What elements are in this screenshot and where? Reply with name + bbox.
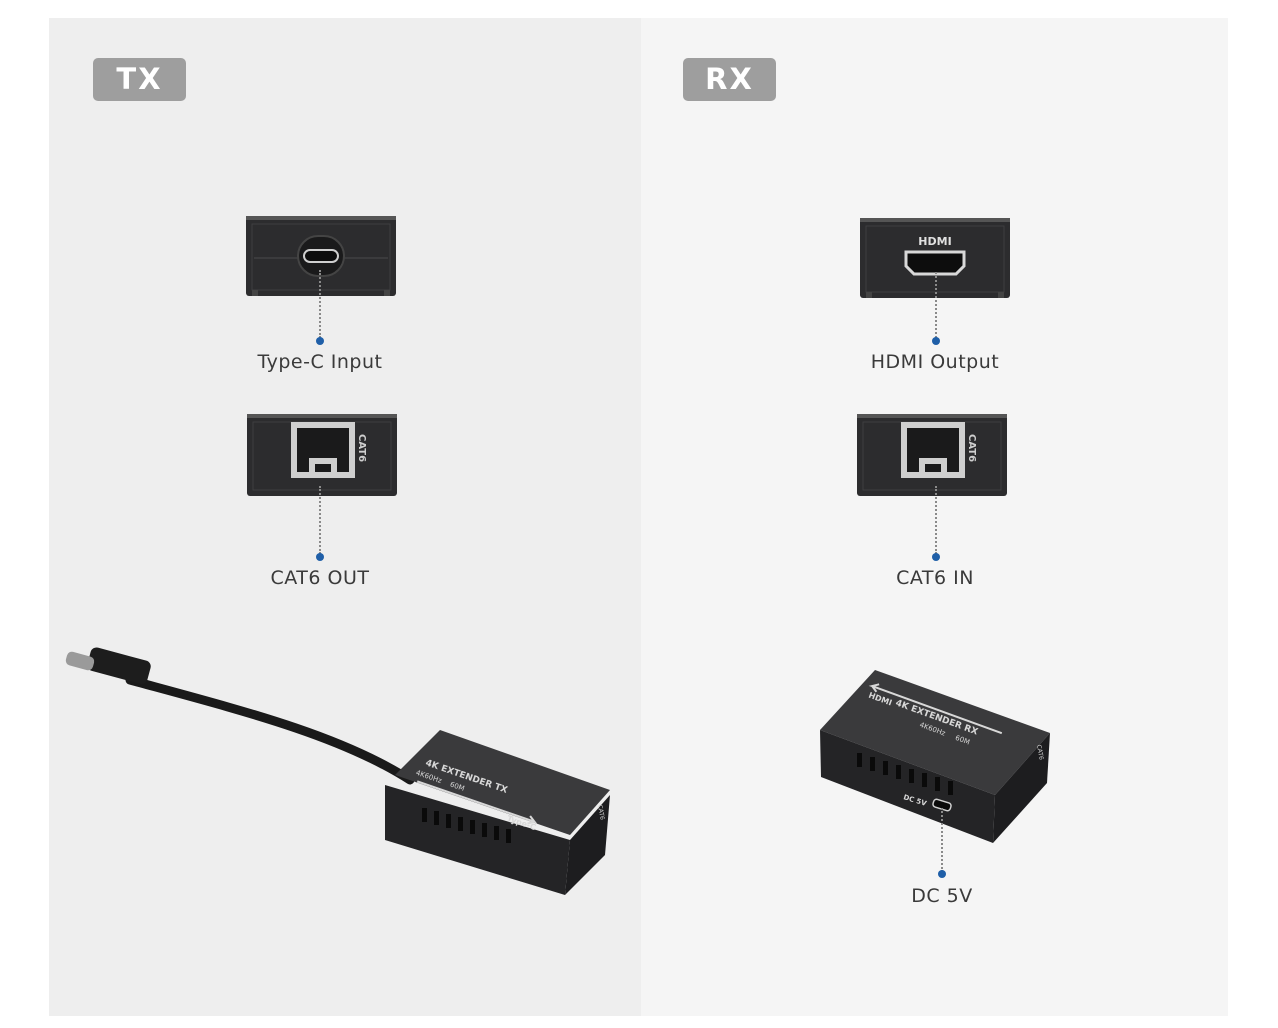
tx-cat6-marking: CAT6 [356, 434, 367, 462]
tx-cable [125, 675, 415, 785]
tx-typec-port-view [246, 216, 396, 296]
rx-cat6-label: CAT6 IN [896, 567, 974, 589]
rx-hdmi-port-view: HDMI [860, 218, 1010, 298]
tx-cat6-dot [316, 553, 324, 561]
arrow-right-icon [416, 780, 538, 825]
rx-hdmi-marking: HDMI [918, 235, 951, 248]
rx-dc-dot [938, 870, 946, 878]
rx-cat6-port-view: CAT6 [857, 414, 1007, 496]
usb-c-plug-icon [65, 647, 151, 685]
rx-dc-leader [941, 808, 943, 872]
tx-cat6-leader [319, 486, 321, 554]
tx-vent-slots [422, 808, 511, 843]
rx-dc-port-icon [932, 798, 952, 812]
tx-unit-side-marking: CAT6 [596, 804, 606, 820]
tx-badge: TX [93, 58, 186, 101]
rx-unit-side-marking: CAT6 [1035, 744, 1045, 760]
tx-cat6-port-view: CAT6 [247, 414, 397, 496]
tx-typec-leader [319, 270, 321, 338]
rx-hdmi-dot [932, 337, 940, 345]
rx-cat6-marking: CAT6 [966, 434, 977, 462]
rx-hdmi-leader [935, 272, 937, 338]
rx-panel [641, 18, 1228, 1016]
rx-vent-slots [857, 753, 953, 795]
rx-badge: RX [683, 58, 776, 101]
rx-hdmi-label: HDMI Output [870, 351, 1000, 373]
tx-typec-label: Type-C Input [257, 351, 383, 373]
rx-dc-label: DC 5V [911, 885, 973, 907]
tx-typec-dot [316, 337, 324, 345]
rx-cat6-dot [932, 553, 940, 561]
hdmi-port-icon [904, 250, 966, 276]
arrow-left-icon [868, 683, 1003, 735]
tx-unit-product-photo: 4K EXTENDER TX 4K60Hz 60M Type-C CAT6 [65, 647, 610, 895]
rx-unit-product-photo: DC 5V 4K EXTENDER RX 4K60Hz 60M HDMI CAT… [820, 670, 1050, 843]
tx-cat6-label: CAT6 OUT [270, 567, 370, 589]
usb-c-port-icon [303, 249, 339, 263]
rx-cat6-leader [935, 486, 937, 554]
